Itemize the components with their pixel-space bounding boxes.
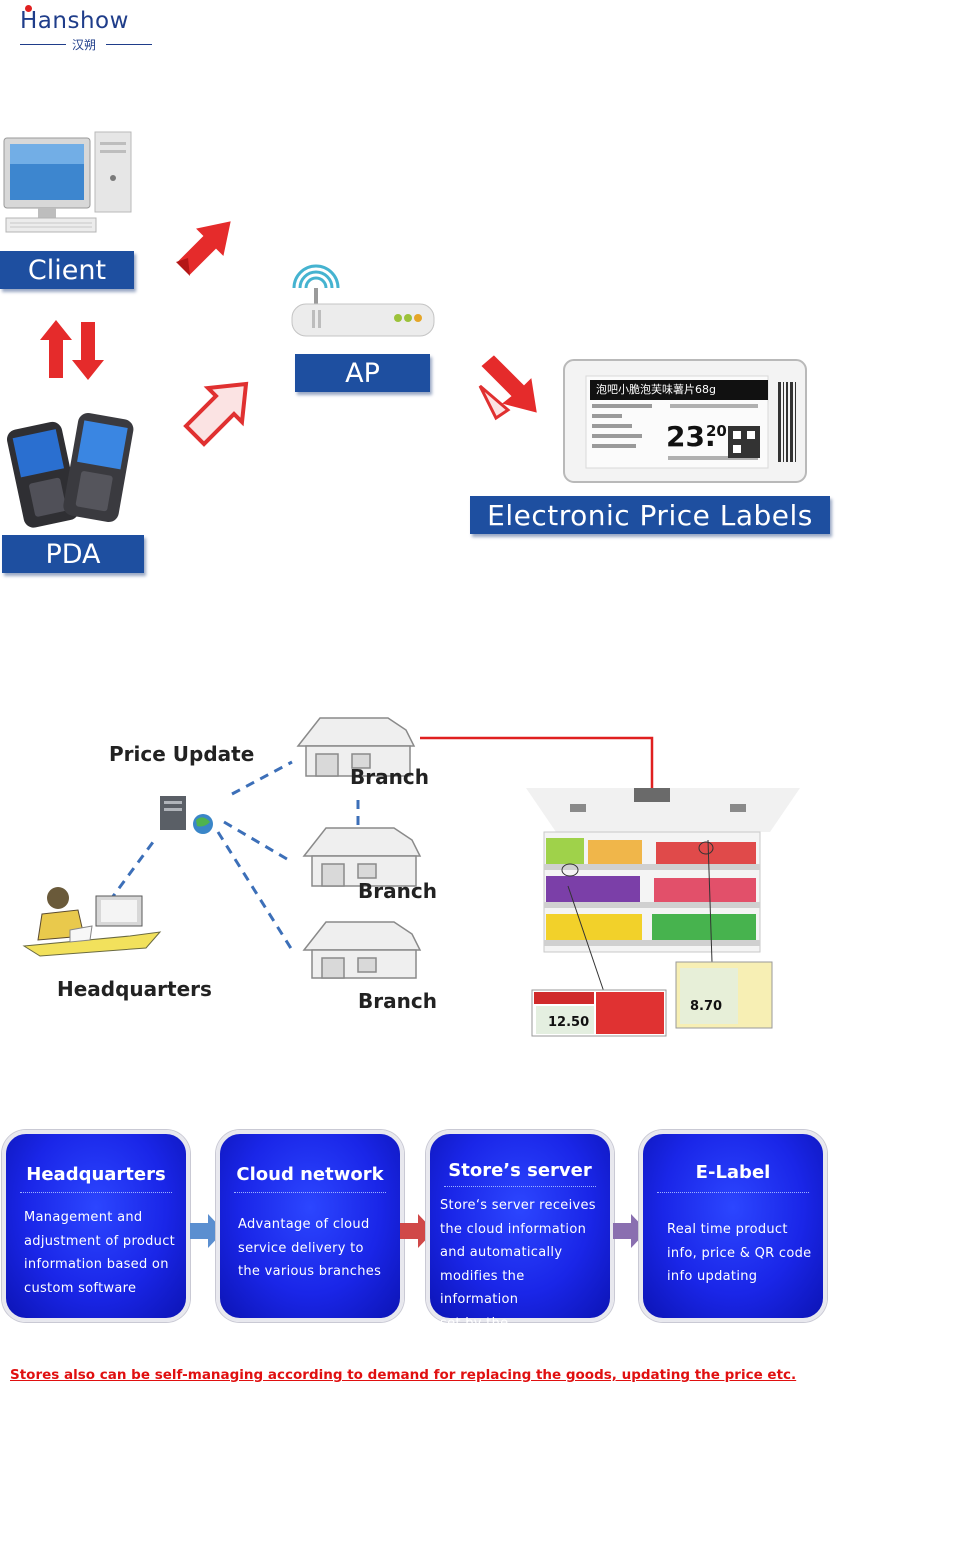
flow-step-title: Cloud network [236, 1164, 384, 1185]
headquarters-person-icon [22, 887, 162, 957]
bidirectional-arrow-icon [40, 320, 104, 380]
flow-arrow-shape [400, 1214, 434, 1248]
flow-step-description: Management and adjustment of product inf… [24, 1210, 176, 1296]
client-label: Client [0, 251, 134, 289]
flow-step-title: E-Label [695, 1162, 771, 1183]
bidirectional-arrow-icon [478, 352, 540, 421]
bidirectional-arrow-icon [183, 381, 249, 447]
branch-label-1: Branch [350, 765, 429, 789]
network-diagram [22, 717, 800, 1037]
ap-label: AP [295, 354, 430, 392]
price-update-label: Price Update [109, 742, 255, 766]
flow-step-title: Store’s server [448, 1160, 592, 1181]
logo-divider [20, 44, 66, 45]
branch-label-3: Branch [358, 989, 437, 1013]
hanshow-logo: Hanshow 汉朔 [20, 5, 155, 54]
flow-step-divider [234, 1192, 386, 1193]
shelf-tag-price: 12.50 [548, 1015, 590, 1030]
server-icon [160, 796, 213, 834]
flow-step-headquarters: Headquarters Management and adjustment o… [2, 1130, 190, 1322]
flow-step-e-label: E-Label Real time product info, price & … [639, 1130, 827, 1322]
logo-divider [106, 44, 152, 45]
store-shelf-image [526, 788, 800, 1037]
branch-store-icon [302, 921, 422, 979]
computer-icon [3, 131, 132, 233]
flow-arrow-shape [613, 1214, 647, 1248]
branch-label-2: Branch [358, 879, 437, 903]
flow-step-divider [657, 1192, 809, 1193]
flow-step-divider [444, 1186, 596, 1187]
electronic-price-label-image: 泡吧小脆泡芙味薯片68g 23. 20 [562, 356, 810, 486]
shelf-tag-price: 8.70 [690, 999, 723, 1014]
electronic-price-labels-label: Electronic Price Labels [470, 496, 830, 534]
flow-step-divider [20, 1192, 172, 1193]
pda-label: PDA [2, 535, 144, 573]
flow-step-description: Store‘s server receives the cloud inform… [440, 1198, 596, 1354]
logo-subtitle: 汉朔 [72, 38, 97, 52]
branch-store-icon [296, 717, 416, 777]
flow-step-description: Real time product info, price & QR code … [667, 1222, 812, 1284]
esl-price-cents: 20 [706, 422, 727, 440]
flow-arrow-icon [613, 1214, 647, 1252]
access-point-icon [291, 264, 435, 337]
esl-product-name: 泡吧小脆泡芙味薯片68g [596, 383, 716, 396]
flow-step-cloud-network: Cloud network Advantage of cloud service… [216, 1130, 404, 1322]
flow-step-title: Headquarters [26, 1164, 166, 1185]
flow-step-stores-server: Store’s server Store‘s server receives t… [426, 1130, 614, 1354]
esl-device-frame [563, 359, 807, 483]
pda-device-icon [6, 413, 134, 528]
flow-arrow-icon [400, 1214, 434, 1252]
esl-price: 23. [666, 420, 716, 453]
self-managing-note: Stores also can be self-managing accordi… [10, 1367, 797, 1383]
flow-arrow-shape [190, 1214, 224, 1248]
headquarters-label: Headquarters [57, 977, 212, 1001]
logo-name: Hanshow [20, 8, 129, 34]
bidirectional-arrow-icon [174, 218, 234, 278]
flow-arrow-icon [190, 1214, 224, 1252]
branch-store-icon [302, 827, 422, 887]
logo-signal-icon [25, 5, 32, 12]
flow-step-description: Advantage of cloud service delivery to t… [238, 1217, 382, 1279]
